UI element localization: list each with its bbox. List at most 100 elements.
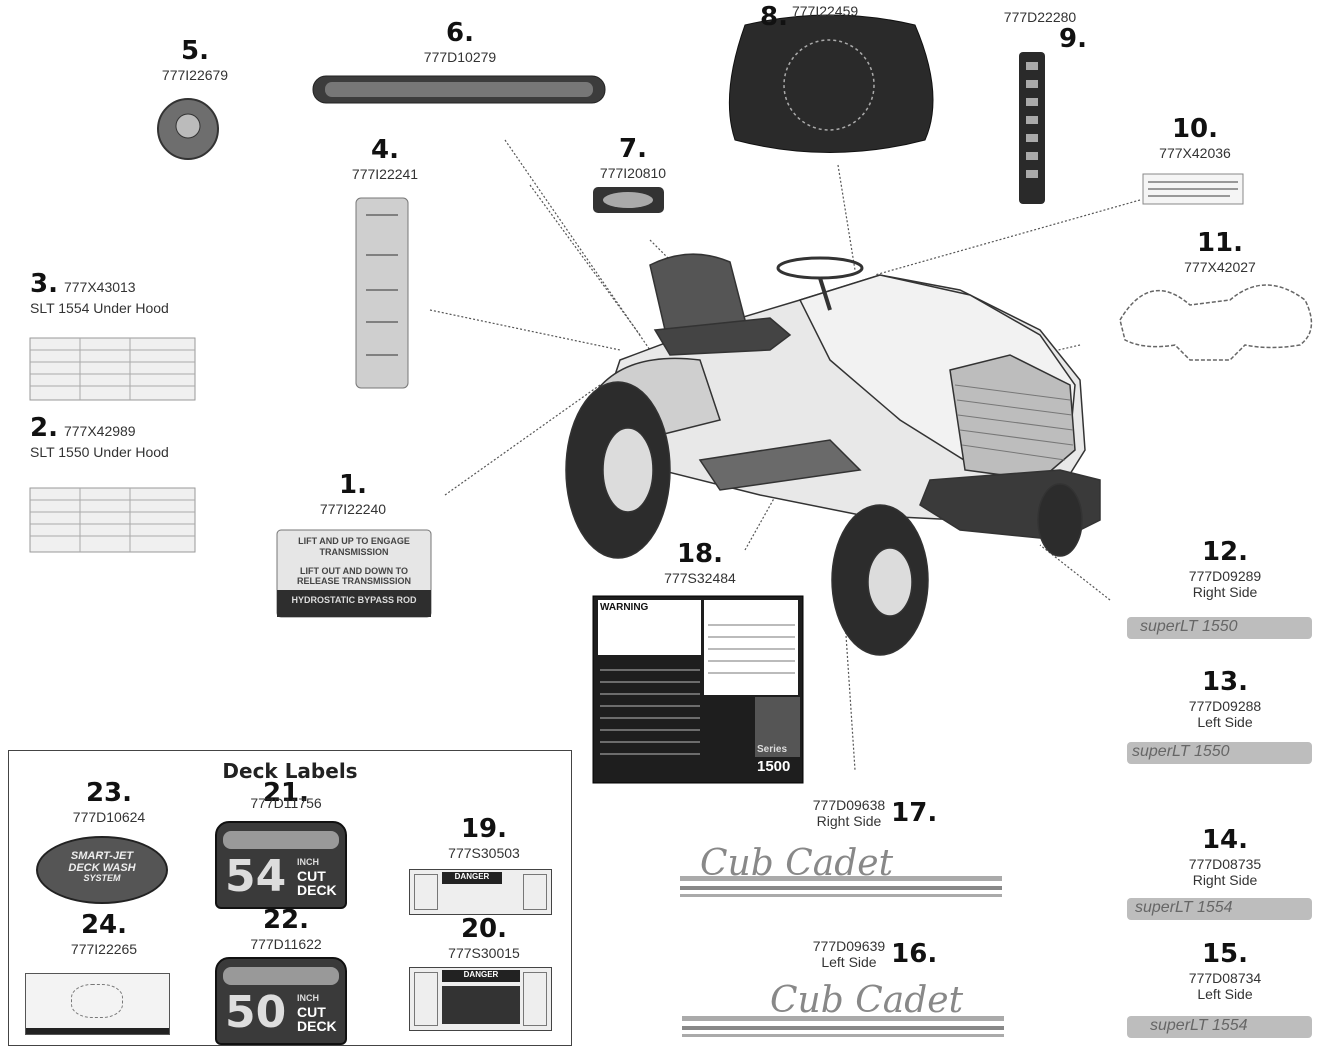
callout-8: 8. 777I22459: [760, 2, 910, 33]
system-text: SYSTEM: [83, 873, 121, 884]
series-label: Series: [757, 744, 788, 755]
callout-number: 13.: [1201, 667, 1249, 697]
smart-jet-badge: SMART-JET DECK WASH SYSTEM: [36, 836, 168, 904]
strip-12-shape: [1127, 617, 1312, 639]
callout-number: 12.: [1201, 537, 1249, 567]
part-number: 777S30015: [448, 944, 520, 961]
callout-number: 4.: [371, 135, 399, 165]
strip-14-shape: [1127, 898, 1312, 920]
side-label: Left Side: [821, 954, 877, 971]
callout-number: 20.: [460, 914, 508, 944]
deck-diagram-label: [25, 973, 170, 1035]
callout-number: 6.: [446, 18, 474, 48]
panel-4-shape: [355, 197, 409, 389]
callout-7: 7. 777I20810: [578, 134, 688, 181]
deck-size-54: 54: [225, 851, 287, 902]
part-description: SLT 1554 Under Hood: [30, 299, 169, 316]
callout-number: 5.: [181, 36, 209, 66]
deck-labels-title: Deck Labels: [222, 759, 358, 783]
callout-22: 22. 777D11622: [231, 905, 341, 952]
part-number: 777X42036: [1159, 144, 1231, 161]
callout-3: 3. 777X43013 SLT 1554 Under Hood: [30, 269, 220, 316]
callout-1: 1. 777I22240: [290, 470, 416, 517]
cub-cadet-left-logo: Cub Cadet: [770, 980, 964, 1021]
callout-number: 9.: [1059, 24, 1087, 55]
callout-number: 15.: [1201, 939, 1249, 969]
strip-13-shape: [1127, 742, 1312, 764]
side-label: Left Side: [1197, 985, 1253, 1002]
part-number: 777I22265: [70, 940, 138, 957]
part-number: 777X42989: [63, 423, 136, 439]
deck-text: DECK: [297, 882, 337, 898]
part-number: 777I22241: [351, 165, 419, 182]
deck-50-badge: 50 INCH CUT DECK: [215, 957, 347, 1045]
part-number: 777X42027: [1184, 258, 1256, 275]
danger-label-20: DANGER: [409, 967, 552, 1031]
part-number: 777D10624: [72, 808, 146, 825]
part-number: 777D11756: [250, 794, 322, 811]
superlt-1554-left: superLT 1554: [1150, 1017, 1248, 1034]
callout-number: 24.: [80, 910, 128, 940]
side-label: Right Side: [816, 813, 882, 830]
callout-number: 22.: [262, 905, 310, 935]
callout-18: 18. 777S32484: [640, 539, 760, 586]
inch-text: INCH: [297, 993, 319, 1003]
superlt-1550-left: superLT 1550: [1132, 743, 1230, 760]
callout-15: 15. 777D08734 Left Side: [1170, 939, 1280, 1002]
label-artwork: [29, 14, 1313, 1038]
table-3-shape: [29, 337, 196, 401]
callout-number: 17.: [891, 798, 938, 829]
callout-9: 777D22280 9.: [985, 9, 1095, 55]
part-number: 777D10279: [423, 48, 497, 65]
callout-5: 5. 777I22679: [140, 36, 250, 83]
callout-number: 8.: [760, 2, 788, 32]
part-number: 777I22459: [791, 3, 859, 19]
danger-label-19: DANGER: [409, 869, 552, 915]
callout-number: 1.: [339, 470, 367, 500]
callout-12: 12. 777D09289 Right Side: [1170, 537, 1280, 600]
table-2-shape: [29, 487, 196, 553]
hydrostatic-label-text: LIFT AND UP TO ENGAGE TRANSMISSION LIFT …: [282, 536, 426, 606]
callout-number: 23.: [85, 778, 133, 808]
callout-2: 2. 777X42989 SLT 1550 Under Hood: [30, 413, 220, 460]
strip-15-shape: [1127, 1016, 1312, 1038]
superlt-1554-right: superLT 1554: [1135, 899, 1233, 916]
callout-4: 4. 777I22241: [330, 135, 440, 182]
series-number: 1500: [757, 758, 791, 775]
part-number: 777I22679: [161, 66, 229, 83]
side-label: Left Side: [1197, 713, 1253, 730]
deck-labels-panel: Deck Labels 23. 777D10624 SMART-JET DECK…: [8, 750, 572, 1046]
part-number: 777D09639: [812, 938, 886, 954]
part-number: 777X43013: [63, 279, 136, 295]
stripe-16-shape: [682, 1016, 1004, 1037]
side-label: Right Side: [1192, 871, 1258, 888]
release-text: LIFT OUT AND DOWN TO RELEASE TRANSMISSIO…: [296, 565, 411, 587]
deck-text: DECK: [297, 1018, 337, 1034]
dashboard-8-shape: [728, 14, 934, 153]
strip-9-shape: [1019, 52, 1045, 204]
inch-text: INCH: [297, 857, 319, 867]
part-number: 777I20810: [599, 164, 667, 181]
cut-text: CUT: [297, 868, 326, 884]
callout-number: 3.: [30, 269, 58, 299]
callout-number: 19.: [460, 814, 508, 844]
callout-21: 21. 777D11756: [231, 778, 341, 811]
callout-number: 16.: [891, 939, 938, 970]
part-number: 777D11622: [250, 935, 322, 952]
callout-number: 10.: [1171, 114, 1219, 144]
callout-number: 2.: [30, 413, 58, 443]
part-number: 777D09289: [1188, 567, 1262, 584]
part-number: 777D09638: [812, 797, 886, 813]
stripe-17-shape: [680, 876, 1002, 897]
side-label: Right Side: [1192, 583, 1258, 600]
callout-17: 777D09638 Right Side 17.: [795, 797, 955, 829]
callout-23: 23. 777D10624: [54, 778, 164, 825]
deck-54-badge: 54 INCH CUT DECK: [215, 821, 347, 909]
part-number: 777D08734: [1188, 969, 1262, 986]
engage-text: LIFT AND UP TO ENGAGE TRANSMISSION: [298, 536, 410, 557]
superlt-1550-right: superLT 1550: [1140, 618, 1238, 635]
part-number: 777D09288: [1188, 697, 1262, 714]
callout-16: 777D09639 Left Side 16.: [795, 938, 955, 970]
callout-number: 21.: [262, 778, 310, 808]
